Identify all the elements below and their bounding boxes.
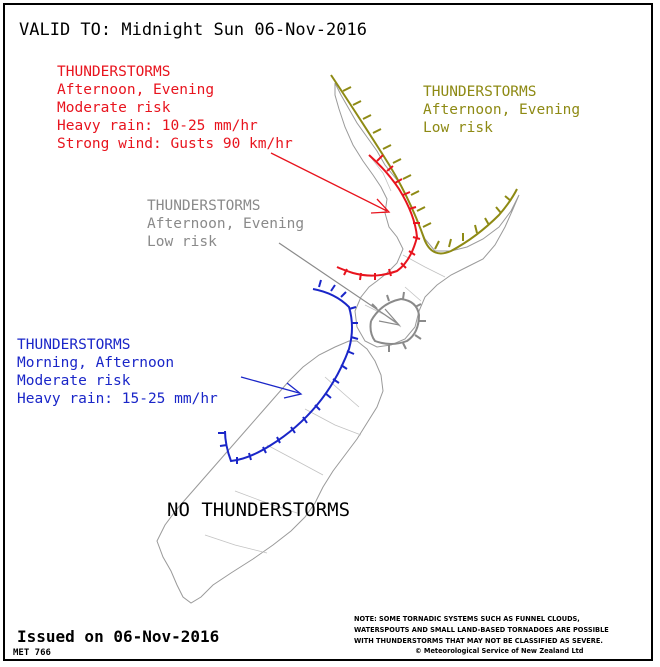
red-area-label: THUNDERSTORMS Afternoon, Evening Moderat… <box>57 63 293 153</box>
red-risk-boundary <box>336 154 421 281</box>
red-arrow <box>270 152 391 214</box>
map-svg <box>156 74 520 604</box>
olive-area-line: Low risk <box>423 120 493 136</box>
blue-risk-boundary <box>218 279 359 464</box>
olive-risk-boundary <box>330 74 518 255</box>
red-area-line: Strong wind: Gusts 90 km/hr <box>57 136 293 152</box>
gray-area-line: THUNDERSTORMS <box>147 198 261 214</box>
blue-area-line: Moderate risk <box>17 373 131 389</box>
tornado-note: NOTE: SOME TORNADIC SYSTEMS SUCH AS FUNN… <box>354 614 609 647</box>
gray-arrow <box>278 242 401 326</box>
red-area-line: THUNDERSTORMS <box>57 64 171 80</box>
note-line: WATERSPOUTS AND SMALL LAND-BASED TORNADO… <box>354 626 609 634</box>
valid-to-heading: VALID TO: Midnight Sun 06-Nov-2016 <box>19 20 367 40</box>
blue-area-line: Morning, Afternoon <box>17 355 175 371</box>
red-area-line: Heavy rain: 10-25 mm/hr <box>57 118 258 134</box>
copyright-credit: © Meteorological Service of New Zealand … <box>415 647 584 655</box>
red-area-line: Afternoon, Evening <box>57 82 215 98</box>
olive-area-label: THUNDERSTORMS Afternoon, Evening Low ris… <box>423 83 580 137</box>
outlook-map-frame: VALID TO: Midnight Sun 06-Nov-2016 THUND… <box>3 3 653 661</box>
gray-risk-boundary <box>369 291 426 352</box>
blue-area-line: Heavy rain: 15-25 mm/hr <box>17 391 218 407</box>
no-thunderstorms-label: NO THUNDERSTORMS <box>167 499 351 521</box>
blue-area-label: THUNDERSTORMS Morning, Afternoon Moderat… <box>17 336 218 408</box>
note-line: WITH THUNDERSTORMS THAT MAY NOT BE CLASS… <box>354 637 603 645</box>
gray-area-label: THUNDERSTORMS Afternoon, Evening Low ris… <box>147 197 304 251</box>
south-island-outline <box>156 340 384 604</box>
met-code: MET 766 <box>13 648 51 658</box>
gray-area-line: Afternoon, Evening <box>147 216 305 232</box>
olive-area-line: Afternoon, Evening <box>423 102 581 118</box>
olive-area-line: THUNDERSTORMS <box>423 84 537 100</box>
blue-arrow <box>240 376 303 399</box>
red-area-line: Moderate risk <box>57 100 171 116</box>
blue-area-line: THUNDERSTORMS <box>17 337 131 353</box>
note-line: NOTE: SOME TORNADIC SYSTEMS SUCH AS FUNN… <box>354 615 580 623</box>
issued-date: Issued on 06-Nov-2016 <box>17 627 220 646</box>
gray-area-line: Low risk <box>147 234 217 250</box>
